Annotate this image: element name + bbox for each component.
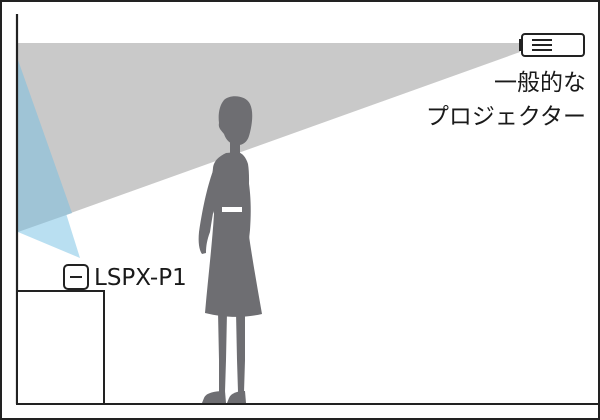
side-table [16,290,105,405]
standing-woman-silhouette [198,96,262,403]
beam-overlap [18,60,72,232]
belt [222,207,242,212]
general-projector-beam [18,43,520,232]
general-projector-label-line1: 一般的な [494,70,586,96]
general-projector-label-line2: プロジェクター [425,104,586,130]
general-projector-label: 一般的な プロジェクター [426,66,586,134]
projector-icon [519,33,585,57]
compact-projector-icon [63,264,89,290]
compact-projector-label: LSPX-P1 [94,265,187,291]
